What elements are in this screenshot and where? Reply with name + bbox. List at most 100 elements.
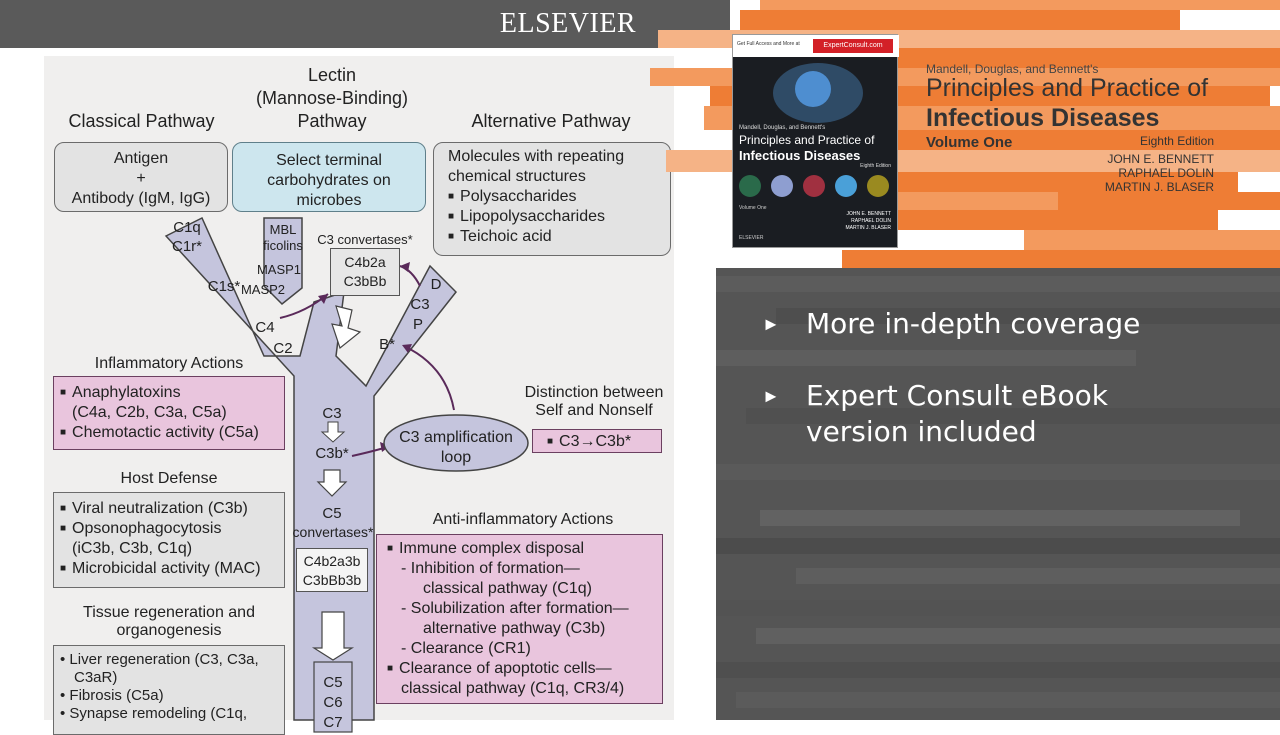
- anti-inflammatory-item: Immune complex disposal: [387, 539, 662, 559]
- arrow-c3-c3b: [320, 421, 346, 443]
- anti-inflammatory-item-detail: classical pathway (C1q, CR3/4): [401, 680, 625, 697]
- cover-small-text: Get Full Access and More at: [737, 41, 800, 47]
- header-author: RAPHAEL DOLIN: [1118, 166, 1214, 180]
- distinction-title: Distinction between Self and Nonself: [510, 384, 678, 420]
- anti-inflammatory-title: Anti-inflammatory Actions: [432, 511, 614, 528]
- label-ficolins: ficolins: [263, 238, 303, 253]
- c5-tail-box: [313, 661, 353, 733]
- label-mbl: MBL: [269, 222, 297, 237]
- inflammatory-box: Anaphylatoxins (C4a, C2b, C3a, C5a) Chem…: [53, 376, 285, 450]
- cover-title-1: Principles and Practice of: [739, 133, 875, 147]
- tail-c7: C7: [323, 714, 343, 731]
- c5-convertases-box: C4b2a3b C3bBb3b: [296, 548, 368, 592]
- amplification-line-2: loop: [440, 449, 472, 466]
- arrowhead-b: [402, 344, 412, 353]
- amplification-loop-label: C3 amplification loop: [386, 428, 526, 468]
- distinction-box: C3→C3b*: [532, 429, 662, 453]
- tissue-item-detail: C3aR): [74, 669, 118, 686]
- inflammatory-title: Inflammatory Actions: [94, 355, 244, 372]
- molecule-item: Teichoic acid: [448, 227, 670, 247]
- tissue-item-text: Liver regeneration (C3, C3a,: [69, 651, 259, 668]
- antigen-box: Antigen + Antibody (IgM, IgG): [54, 142, 228, 212]
- stem-c3b: C3b*: [315, 445, 349, 462]
- hollow-arrow-c5-tail: [311, 611, 355, 661]
- lectin-pathway-title-1: Lectin: [307, 65, 357, 85]
- arrow-loop-to-b: [403, 345, 455, 411]
- host-defense-box: Viral neutralization (C3b) Opsonophagocy…: [53, 492, 285, 588]
- molecule-item: Lipopolysaccharides: [448, 207, 670, 227]
- inflammatory-item: Chemotactic activity (C5a): [60, 423, 284, 443]
- hollow-arrow-convertase: [331, 305, 362, 350]
- hollow-arrow-c3b-c5: [316, 469, 348, 497]
- c5-convertase-1: C4b2a3b: [303, 553, 361, 569]
- anti-inflammatory-subitem: - Solubilization after formation—: [401, 600, 629, 617]
- arrowhead-convertase: [318, 294, 328, 304]
- cover-edition: Eighth Edition: [860, 163, 891, 169]
- c3-convertase-1: C4b2a: [344, 254, 386, 270]
- label-c3-arm: C3: [410, 296, 430, 313]
- tissue-item: • Synapse remodeling (C1q,: [60, 705, 248, 722]
- classical-pathway-title: Classical Pathway: [68, 111, 215, 131]
- microbe-highlight: [795, 71, 831, 107]
- label-c1q: C1q: [173, 219, 201, 236]
- cover-badge: ExpertConsult.com: [813, 39, 893, 53]
- cover-authors: JOHN E. BENNETT RAPHAEL DOLIN MARTIN J. …: [846, 211, 891, 232]
- header-title-2: Infectious Diseases: [926, 104, 1160, 132]
- cover-editors: Mandell, Douglas, and Bennett's: [739, 125, 826, 131]
- cover-circle-4: [835, 175, 857, 197]
- tissue-item: • Fibrosis (C5a): [60, 687, 164, 704]
- lectin-pathway-title-2: (Mannose-Binding): [255, 88, 409, 108]
- cover-publisher: ELSEVIER: [739, 235, 764, 241]
- host-defense-item: Opsonophagocytosis: [60, 519, 284, 539]
- host-defense-title: Host Defense: [120, 470, 218, 487]
- tail-c6: C6: [323, 694, 343, 711]
- top-bar: [0, 0, 730, 48]
- tissue-box: • Liver regeneration (C3, C3a, C3aR) • F…: [53, 645, 285, 735]
- molecules-line-2: chemical structures: [448, 168, 586, 185]
- label-c1r: C1r*: [171, 238, 202, 255]
- anti-inflammatory-subitem: - Inhibition of formation—: [401, 560, 580, 577]
- distinction-line-1: Distinction between: [524, 384, 664, 401]
- bullet-ebook-1: Expert Consult eBook: [806, 379, 1108, 412]
- label-c2: C2: [273, 340, 293, 357]
- cover-author: MARTIN J. BLASER: [845, 225, 891, 231]
- stem-c5-convertases: convertases*: [292, 524, 374, 540]
- header-volume: Volume One: [926, 134, 1013, 151]
- molecules-box: Molecules with repeating chemical struct…: [433, 142, 671, 256]
- book-cover-image: Get Full Access and More at ExpertConsul…: [732, 34, 899, 248]
- c3-convertases-box: C4b2a C3bBb: [330, 248, 400, 296]
- header-editors: Mandell, Douglas, and Bennett's: [926, 62, 1099, 76]
- tail-c5: C5: [323, 674, 343, 691]
- c5-convertase-2: C3bBb3b: [302, 572, 362, 588]
- header-edition: Eighth Edition: [1139, 134, 1214, 148]
- label-masp1: MASP1: [256, 262, 302, 277]
- tissue-item-text: Fibrosis (C5a): [69, 687, 164, 704]
- stem-c3: C3: [322, 405, 342, 422]
- inflammatory-item-detail: (C4a, C2b, C3a, C5a): [72, 404, 227, 421]
- tissue-item-text: Synapse remodeling (C1q,: [69, 705, 248, 722]
- lectin-pathway-title-3: Pathway: [297, 111, 367, 131]
- host-defense-item: Viral neutralization (C3b): [60, 499, 284, 519]
- tissue-title: Tissue regeneration and organogenesis: [54, 604, 284, 640]
- cover-title-2: Infectious Diseases: [739, 148, 861, 163]
- select-carbohydrates-box: Select terminal carbohydrates on microbe…: [232, 142, 426, 212]
- cover-circle-1: [739, 175, 761, 197]
- publisher-logo: ELSEVIER: [499, 8, 637, 39]
- label-p: P: [412, 316, 423, 333]
- label-c1s: C1s*: [207, 278, 241, 295]
- label-d: D: [430, 276, 442, 293]
- bullet-in-depth: More in-depth coverage: [806, 307, 1141, 340]
- host-defense-item-detail: (iC3b, C3b, C1q): [72, 540, 193, 557]
- complement-diagram: Classical Pathway Lectin (Mannose-Bindin…: [44, 56, 674, 735]
- bullet-ebook-2: version included: [806, 415, 1037, 448]
- inflammatory-item: Anaphylatoxins: [60, 383, 284, 403]
- label-b: B*: [379, 336, 395, 353]
- anti-inflammatory-subitem-detail: classical pathway (C1q): [423, 580, 592, 597]
- tissue-title-2: organogenesis: [116, 622, 222, 639]
- alternative-pathway-title: Alternative Pathway: [471, 111, 631, 131]
- header-author: MARTIN J. BLASER: [1104, 180, 1214, 194]
- antigen-line-1: Antigen: [113, 150, 169, 167]
- bullet-arrow-icon: ►: [762, 386, 780, 406]
- amplification-line-1: C3 amplification: [399, 429, 513, 446]
- arrowhead-d: [400, 262, 410, 272]
